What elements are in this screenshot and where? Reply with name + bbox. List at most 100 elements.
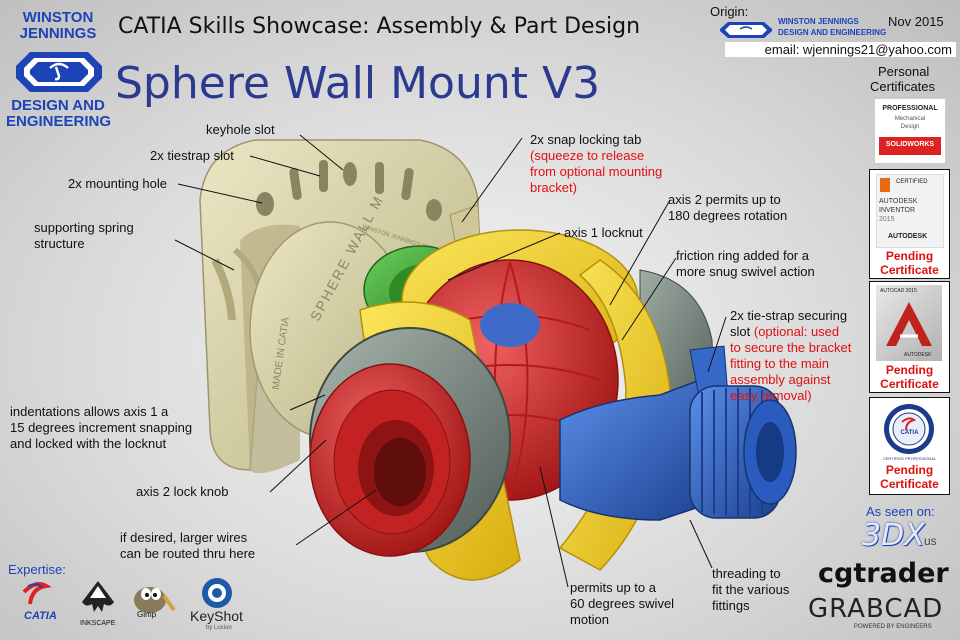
label-spring-structure: supporting spring structure — [34, 220, 134, 252]
label-tie-strap-securing: 2x tie-strap securing slot (optional: us… — [730, 308, 862, 404]
label-line: more snug swivel action — [676, 264, 815, 279]
label-threading: threading to fit the various fittings — [712, 566, 789, 614]
inventor-line4: 2015 — [879, 216, 895, 223]
as-seen-heading: As seen on: — [866, 504, 935, 519]
label-note: easy removal) — [730, 388, 812, 403]
label-line: 2x tiestrap slot — [150, 148, 234, 163]
inventor-brand: AUTODESK — [888, 233, 928, 240]
slot-2 — [319, 160, 328, 192]
label-line: axis 1 locknut — [564, 225, 643, 240]
certificates-heading-line2: Certificates — [870, 79, 936, 94]
label-line: keyhole slot — [206, 122, 275, 137]
label-line: indentations allows axis 1 a — [10, 404, 169, 419]
certificates-heading-line1: Personal — [878, 64, 930, 79]
keyhole-slot-shape — [343, 162, 357, 186]
origin-logo-icon — [720, 22, 772, 38]
catia-logo-icon — [22, 582, 52, 605]
leader-lines — [174, 134, 727, 588]
solidworks-line2: Mechanical — [894, 116, 926, 122]
spring-arm-left — [211, 258, 236, 321]
autocad-line1: AUTOCAD 2015 — [880, 288, 917, 294]
label-line: 2x snap locking tab — [530, 132, 642, 147]
keyshot-logo-icon — [202, 578, 232, 608]
inkscape-logo-icon — [82, 581, 114, 612]
label-snap-tab: 2x snap locking tab (squeeze to release … — [530, 132, 662, 196]
label-tiestrap-slot: 2x tiestrap slot — [150, 148, 234, 164]
origin-date: Nov 2015 — [888, 14, 944, 29]
certificate-solidworks[interactable]: PROFESSIONAL Mechanical Design SOLIDWORK… — [874, 98, 946, 164]
label-line: axis 2 permits up to — [668, 192, 781, 207]
mounting-hole-left — [256, 192, 274, 216]
origin-brand-line1: WINSTON JENNINGS — [778, 17, 859, 26]
label-line: and locked with the locknut — [10, 436, 167, 451]
solidworks-brand-bar — [879, 137, 941, 155]
slot-4 — [401, 168, 414, 201]
slot-1 — [289, 167, 302, 200]
expertise-heading: Expertise: — [8, 562, 66, 577]
tool-catia: CATIA — [24, 610, 57, 622]
label-line: 15 degrees increment snapping — [10, 420, 193, 435]
label-indentations: indentations allows axis 1 a 15 degrees … — [10, 404, 192, 452]
label-line: slot — [730, 324, 751, 339]
email-link[interactable]: email: wjennings21@yahoo.com — [725, 42, 956, 57]
solidworks-line1: PROFESSIONAL — [882, 105, 938, 112]
brand-logo-icon — [16, 52, 102, 92]
label-line: 60 degrees swivel — [570, 596, 675, 611]
label-line: supporting spring — [34, 220, 134, 235]
site-cgtrader[interactable]: cgtrader — [818, 558, 949, 589]
label-note: to secure the bracket — [730, 340, 852, 355]
catia-cert-seal-icon — [884, 404, 934, 454]
certificate-autocad[interactable]: AUTOCAD 2015 AUTODESK Pending Certificat… — [869, 281, 950, 393]
grabcad-tagline: POWERED BY ENGINEERS — [854, 624, 932, 630]
label-axis2-lock-knob: axis 2 lock knob — [136, 484, 229, 500]
label-line: 2x mounting hole — [68, 176, 168, 191]
slot-3 — [375, 162, 384, 194]
label-note: from optional mounting — [530, 164, 663, 179]
site-3dx-us[interactable]: 3DX — [862, 518, 925, 553]
autocad-logo-icon — [886, 302, 932, 346]
brand-line3: DESIGN AND — [11, 97, 105, 114]
page-title: Sphere Wall Mount V3 — [115, 58, 601, 109]
origin-brand-line2: DESIGN AND ENGINEERING — [778, 28, 887, 37]
certificate-inventor[interactable]: CERTIFIED AUTODESK INVENTOR 2015 AUTODES… — [869, 169, 950, 279]
label-line: threading to — [712, 566, 781, 581]
label-note: assembly against — [730, 372, 831, 387]
sphere-port — [480, 303, 540, 347]
inventor-i-icon — [880, 178, 890, 192]
solidworks-brand: SOLIDWORKS — [885, 141, 935, 148]
tool-inkscape: INKSCAPE — [80, 620, 116, 627]
tool-keyshot: KeyShot — [190, 608, 243, 624]
site-3dx-suffix: us — [924, 534, 937, 548]
gimp-logo-icon — [134, 587, 176, 613]
inventor-status: Pending Certificate — [880, 249, 939, 277]
inventor-line1: CERTIFIED — [896, 179, 928, 185]
autocad-status: Pending Certificate — [880, 363, 939, 391]
label-keyhole-slot: keyhole slot — [206, 122, 275, 138]
solidworks-line3: Design — [900, 124, 920, 130]
label-mounting-hole: 2x mounting hole — [68, 176, 167, 192]
label-axis2-rotation: axis 2 permits up to 180 degrees rotatio… — [668, 192, 787, 224]
inventor-line3: INVENTOR — [879, 207, 916, 214]
site-grabcad[interactable]: GRABCAD — [808, 594, 944, 624]
origin-label: Origin: — [710, 4, 749, 19]
catia-cert-status: Pending Certificate — [880, 463, 939, 491]
catia-cert-line1: CATIA — [900, 430, 919, 436]
label-line: can be routed thru here — [120, 546, 256, 561]
tool-gimp: Gimp — [137, 610, 157, 619]
brand-line1: WINSTON — [22, 9, 94, 26]
mounting-hole-right — [426, 199, 442, 221]
label-note: fitting to the main — [730, 356, 829, 371]
label-line: if desired, larger wires — [120, 530, 248, 545]
label-note: bracket) — [530, 180, 577, 195]
label-note: (optional: used — [753, 324, 840, 339]
label-line: 2x tie-strap securing — [730, 308, 848, 323]
label-axis1-locknut: axis 1 locknut — [564, 225, 643, 241]
certificate-catia[interactable]: CATIA CERTIFIED PROFESSIONAL Pending Cer… — [869, 397, 950, 495]
label-line: fittings — [712, 598, 750, 613]
label-note: (squeeze to release — [530, 148, 645, 163]
back-plate — [199, 139, 479, 471]
label-friction-ring: friction ring added for a more snug swiv… — [676, 248, 815, 280]
label-swivel-motion: permits up to a 60 degrees swivel motion — [570, 580, 674, 628]
inventor-line2: AUTODESK — [879, 198, 918, 205]
